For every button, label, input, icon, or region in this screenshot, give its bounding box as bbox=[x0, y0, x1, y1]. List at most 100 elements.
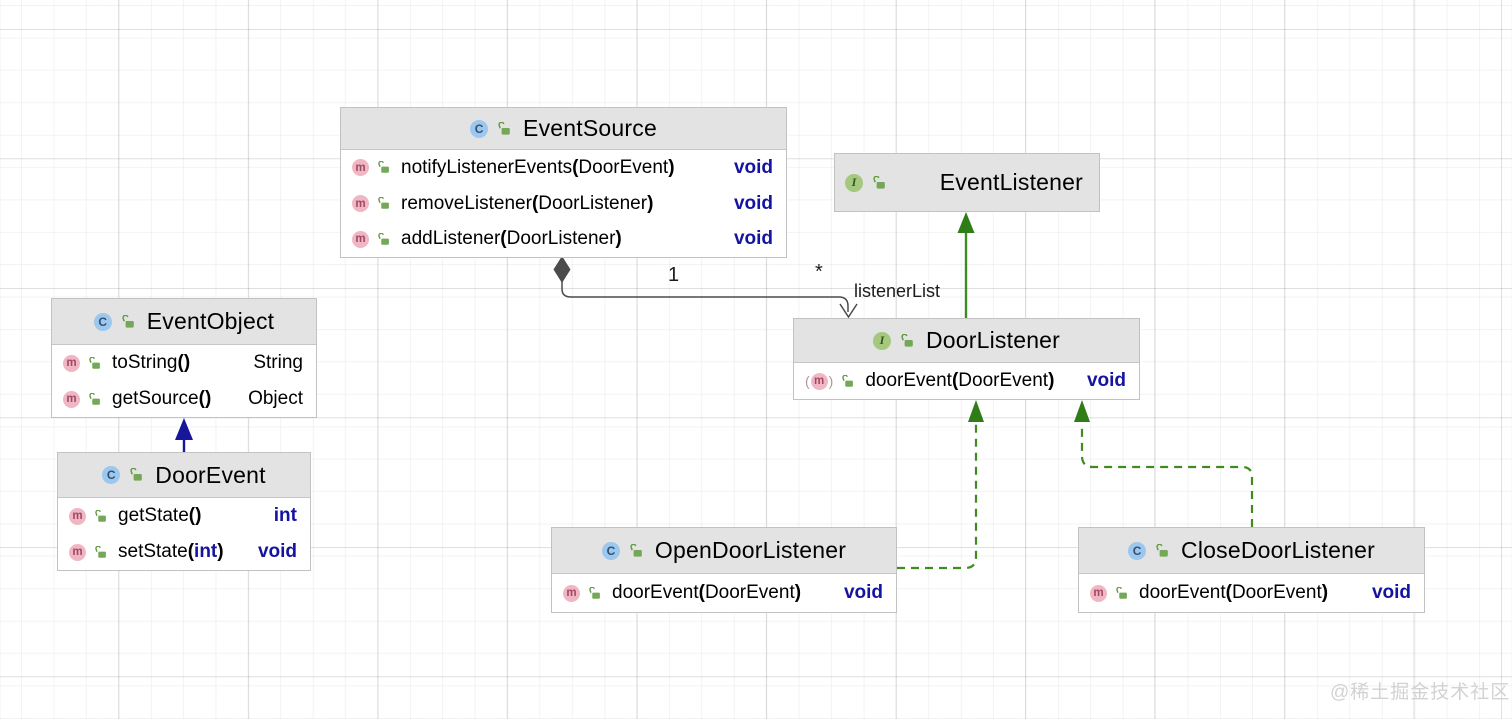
method-signature: addListener(DoorListener) bbox=[401, 228, 622, 250]
method-icon: m bbox=[352, 195, 369, 212]
method-signature: toString() bbox=[112, 352, 191, 373]
interface-node-eventlistener[interactable]: I EventListener bbox=[834, 153, 1100, 212]
public-lock-icon bbox=[121, 314, 135, 329]
public-lock-icon bbox=[129, 468, 143, 482]
class-node-eventobject[interactable]: C EventObject m toString() String m getS… bbox=[51, 298, 317, 418]
public-lock-icon bbox=[497, 121, 511, 136]
method-row: m doorEvent(DoorEvent) void bbox=[1079, 574, 1424, 612]
public-lock-icon bbox=[872, 175, 886, 190]
method-row: m doorEvent(DoorEvent) void bbox=[552, 574, 896, 612]
triangle-arrowhead bbox=[1074, 400, 1090, 422]
return-type: void bbox=[733, 156, 773, 178]
class-title: EventSource bbox=[523, 115, 657, 141]
class-header: C EventSource bbox=[341, 108, 786, 150]
class-node-doorevent[interactable]: C DoorEvent m getState() int m setState(… bbox=[57, 452, 311, 571]
return-type: String bbox=[253, 352, 303, 373]
class-title: DoorEvent bbox=[155, 461, 266, 488]
public-lock-icon bbox=[1155, 543, 1169, 558]
interface-node-doorlistener[interactable]: I DoorListener (m) doorEvent(DoorEvent) … bbox=[793, 318, 1140, 400]
public-lock-icon bbox=[900, 333, 914, 348]
extends-edge-doorlistener-eventlistener bbox=[957, 212, 975, 318]
interface-icon: I bbox=[872, 331, 891, 350]
multiplicity-label-target: * bbox=[815, 261, 823, 283]
triangle-arrowhead bbox=[175, 418, 193, 440]
class-icon: C bbox=[93, 312, 112, 331]
method-signature: setState(int) bbox=[118, 541, 224, 562]
interface-title: DoorListener bbox=[925, 327, 1061, 353]
method-icon: m bbox=[69, 543, 86, 561]
class-node-eventsource[interactable]: C EventSource m notifyListenerEvents(Doo… bbox=[340, 107, 787, 258]
public-lock-icon bbox=[94, 545, 107, 559]
return-type: void bbox=[1086, 370, 1126, 391]
method-row: m addListener(DoorListener) void bbox=[341, 221, 786, 258]
method-icon: m bbox=[1090, 584, 1107, 602]
method-signature: doorEvent(DoorEvent) bbox=[612, 582, 802, 603]
extends-edge-doorevent-eventobject bbox=[175, 418, 193, 452]
class-icon: C bbox=[102, 466, 121, 484]
public-lock-icon bbox=[841, 374, 854, 388]
method-icon: m bbox=[563, 584, 580, 602]
triangle-arrowhead bbox=[957, 212, 975, 233]
method-icon: m bbox=[69, 507, 86, 525]
class-title: EventObject bbox=[146, 308, 275, 334]
method-icon: m bbox=[63, 354, 80, 372]
class-node-closedoorlistener[interactable]: C CloseDoorListener m doorEvent(DoorEven… bbox=[1078, 527, 1425, 613]
implements-edge-closedoorlistener-doorlistener bbox=[1074, 400, 1254, 527]
interface-title: EventListener bbox=[939, 169, 1083, 195]
public-lock-icon bbox=[377, 161, 390, 174]
class-title: CloseDoorListener bbox=[1181, 537, 1375, 563]
return-type: void bbox=[257, 541, 297, 562]
implements-edge-opendoorlistener-doorlistener bbox=[897, 400, 984, 570]
method-icon: m bbox=[352, 159, 369, 177]
aggregation-edge-eventsource-doorlistener bbox=[553, 256, 858, 319]
class-icon: C bbox=[601, 541, 620, 560]
abstract-method-icon: (m) bbox=[805, 372, 834, 390]
multiplicity-label-source: 1 bbox=[668, 264, 680, 286]
method-icon: m bbox=[63, 390, 80, 408]
method-row: m setState(int) void bbox=[58, 534, 310, 570]
method-row: m getSource() Object bbox=[52, 381, 316, 417]
class-icon: C bbox=[470, 119, 489, 138]
class-header: I EventListener bbox=[835, 154, 1099, 211]
return-type: void bbox=[733, 228, 773, 250]
method-signature: notifyListenerEvents(DoorEvent) bbox=[401, 156, 675, 178]
method-signature: removeListener(DoorListener) bbox=[401, 192, 654, 214]
open-arrowhead bbox=[839, 303, 858, 319]
class-icon: C bbox=[1128, 541, 1147, 560]
class-header: C EventObject bbox=[52, 299, 316, 345]
method-signature: doorEvent(DoorEvent) bbox=[865, 370, 1055, 391]
class-header: I DoorListener bbox=[794, 319, 1139, 363]
class-header: C DoorEvent bbox=[58, 453, 310, 498]
public-lock-icon bbox=[88, 392, 101, 406]
return-type: int bbox=[273, 505, 297, 526]
return-type: void bbox=[1371, 582, 1411, 603]
public-lock-icon bbox=[94, 509, 107, 523]
triangle-arrowhead bbox=[968, 400, 984, 422]
return-type: Object bbox=[248, 388, 303, 409]
public-lock-icon bbox=[377, 232, 390, 246]
public-lock-icon bbox=[1115, 586, 1128, 600]
class-title: OpenDoorListener bbox=[654, 537, 847, 563]
interface-icon: I bbox=[845, 173, 863, 192]
method-icon: m bbox=[352, 230, 369, 248]
public-lock-icon bbox=[88, 356, 101, 370]
method-row: m toString() String bbox=[52, 345, 316, 381]
class-header: C CloseDoorListener bbox=[1079, 528, 1424, 574]
class-node-opendoorlistener[interactable]: C OpenDoorListener m doorEvent(DoorEvent… bbox=[551, 527, 897, 613]
return-type: void bbox=[733, 192, 773, 214]
public-lock-icon bbox=[629, 543, 643, 558]
method-signature: doorEvent(DoorEvent) bbox=[1139, 582, 1329, 603]
return-type: void bbox=[843, 582, 883, 603]
method-signature: getState() bbox=[118, 505, 202, 526]
method-signature: getSource() bbox=[112, 388, 212, 409]
class-header: C OpenDoorListener bbox=[552, 528, 896, 574]
method-row: (m) doorEvent(DoorEvent) void bbox=[794, 363, 1139, 399]
method-row: m removeListener(DoorListener) void bbox=[341, 185, 786, 222]
public-lock-icon bbox=[588, 586, 601, 600]
public-lock-icon bbox=[377, 197, 390, 210]
aggregation-diamond bbox=[553, 256, 571, 283]
method-row: m notifyListenerEvents(DoorEvent) void bbox=[341, 150, 786, 186]
watermark: @稀土掘金技术社区 bbox=[1330, 682, 1511, 703]
aggregation-field-label: listenerList bbox=[854, 281, 941, 301]
method-row: m getState() int bbox=[58, 498, 310, 534]
